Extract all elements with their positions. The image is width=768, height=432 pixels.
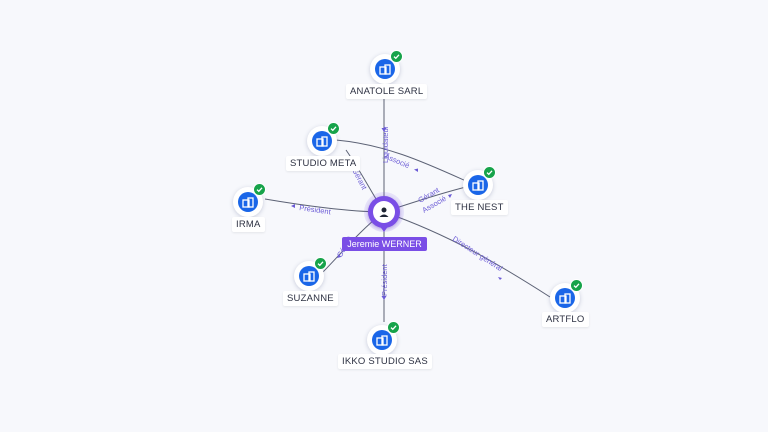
edge-arrow <box>381 296 387 300</box>
verified-check-icon <box>327 122 340 135</box>
building-icon <box>375 59 395 79</box>
person-icon <box>373 201 395 223</box>
company-label[interactable]: SUZANNE <box>283 291 338 306</box>
edge-label-associe: Associé <box>383 152 411 171</box>
edge-label-president-irma: Président <box>299 203 333 216</box>
person-name-label[interactable]: Jeremie WERNER <box>342 237 427 251</box>
company-node-artflo[interactable] <box>550 279 583 313</box>
building-icon <box>468 175 488 195</box>
building-icon <box>555 288 575 308</box>
company-label[interactable]: ANATOLE SARL <box>346 84 428 99</box>
verified-check-icon <box>387 321 400 334</box>
building-icon <box>238 192 258 212</box>
company-node-ikko[interactable] <box>367 321 400 355</box>
verified-check-icon <box>390 50 403 63</box>
company-label[interactable]: IRMA <box>232 217 265 232</box>
verified-check-icon <box>314 257 327 270</box>
company-label[interactable]: ARTFLO <box>542 312 589 327</box>
building-icon <box>372 330 392 350</box>
edge-label-president-ikko: Président <box>380 263 389 296</box>
edge-studio-meta-nest <box>335 139 476 186</box>
building-icon <box>299 266 319 286</box>
edge-arrow <box>291 204 295 208</box>
person-node[interactable] <box>368 196 400 228</box>
edge-arrow <box>448 194 452 198</box>
edge-artflo <box>383 211 551 298</box>
verified-check-icon <box>570 279 583 292</box>
building-icon <box>312 131 332 151</box>
person-pin-pointer <box>379 225 389 232</box>
edge-arrow <box>498 277 502 280</box>
company-node-suzanne[interactable] <box>294 257 327 291</box>
company-label[interactable]: THE NEST <box>451 200 508 215</box>
edge-label-directeur: Directeur général <box>451 234 504 273</box>
company-label[interactable]: IKKO STUDIO SAS <box>338 354 432 369</box>
company-node-the-nest[interactable] <box>463 166 496 200</box>
verified-check-icon <box>253 183 266 196</box>
company-node-studio-meta[interactable] <box>307 122 340 156</box>
company-node-irma[interactable] <box>233 183 266 217</box>
company-node-anatole[interactable] <box>370 50 403 84</box>
edge-arrow <box>381 128 387 132</box>
company-label[interactable]: STUDIO META <box>286 156 361 171</box>
edge-label-liquidateur: Liquidateur <box>381 125 390 163</box>
edge-arrow <box>337 254 341 258</box>
verified-check-icon <box>483 166 496 179</box>
edge-arrow <box>414 168 418 172</box>
